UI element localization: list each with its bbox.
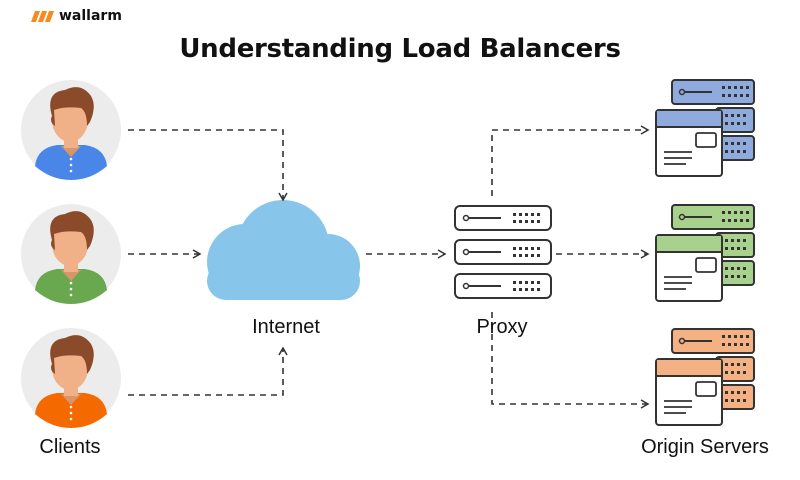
internet-label: Internet <box>252 316 320 338</box>
clients-label: Clients <box>39 436 101 458</box>
arrow-client3-to-internet <box>128 346 288 396</box>
arrow-proxy-to-server1 <box>491 125 650 196</box>
page-title: Understanding Load Balancers <box>179 34 621 64</box>
arrow-client1-to-internet <box>128 129 288 202</box>
origin-server-2-icon <box>655 204 755 302</box>
proxy-label: Proxy <box>476 316 528 338</box>
client-avatar-1 <box>21 80 121 180</box>
origin-server-1-icon <box>655 79 755 177</box>
client-avatar-2 <box>21 204 121 304</box>
wallarm-logo-icon <box>31 11 54 22</box>
origin-server-3-icon <box>655 328 755 426</box>
client-avatar-3 <box>21 328 121 428</box>
internet-cloud-icon <box>207 200 360 300</box>
origin-servers-label: Origin Servers <box>641 436 769 458</box>
arrow-proxy-to-server3 <box>491 312 650 409</box>
proxy-server-icon <box>454 205 552 299</box>
brand-logo: wallarm <box>30 6 122 26</box>
brand-name: wallarm <box>59 8 122 24</box>
